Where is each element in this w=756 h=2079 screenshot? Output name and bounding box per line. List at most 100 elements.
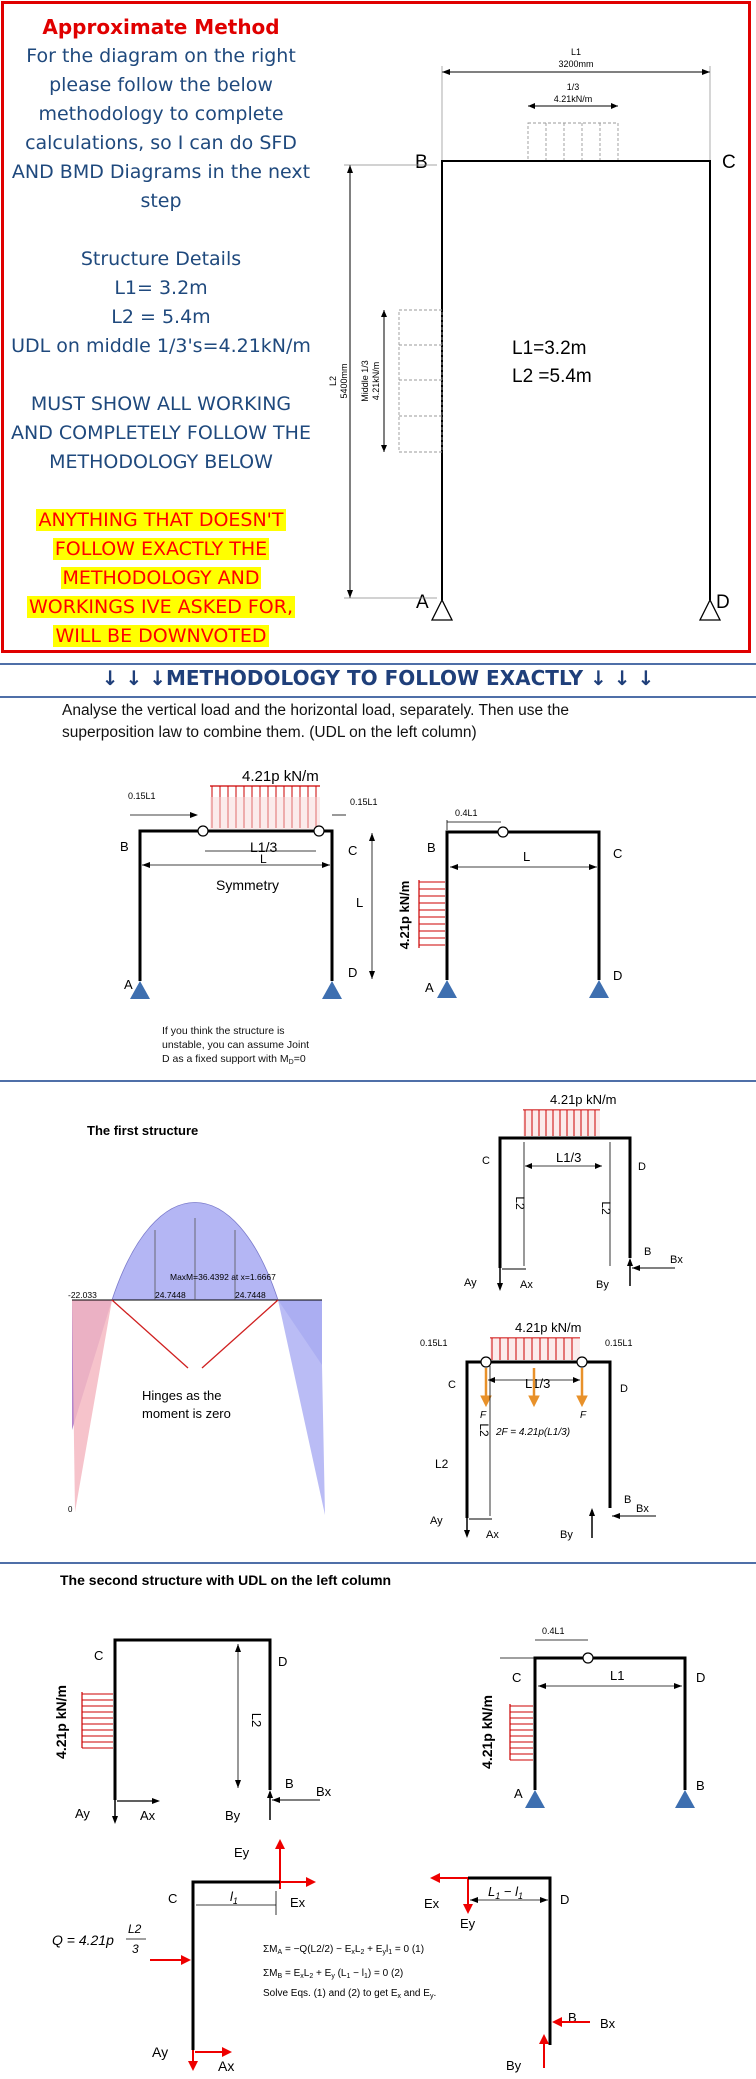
node-c-label: C [168, 1891, 177, 1906]
arrow-up-icon [589, 1508, 595, 1516]
l1-small-label: l1 [230, 1889, 238, 1906]
arrow-right-icon [702, 69, 710, 75]
by-label: By [506, 2058, 522, 2073]
base-mark: 0 [68, 1505, 73, 1514]
node-d-label: D [278, 1654, 287, 1669]
offset-label: 0.4L1 [542, 1626, 565, 1636]
arrow-up-icon [347, 165, 353, 173]
frame-members [498, 1136, 632, 1268]
vertical-load-diagram: 4.21p kN/m 0.15L1 0.15L1 B C A D L1/3 L … [120, 768, 378, 1066]
arrow-right-icon [181, 1955, 191, 1965]
value-left: -22.033 [68, 1290, 97, 1300]
udl-shade [490, 1338, 580, 1360]
top-udl-block [527, 122, 619, 162]
span-third-label: L1/3 [525, 1376, 550, 1391]
intro-line: For the diagram on the right [26, 45, 296, 67]
node-d-label: D [348, 965, 357, 980]
methodology-line: superposition law to combine them. (UDL … [62, 724, 477, 741]
arrow-left-icon [552, 2017, 562, 2027]
arrow-down-icon [235, 1780, 241, 1788]
detail-l2: L2 = 5.4m [111, 306, 211, 328]
warning-line: ANYTHING THAT DOESN'T [36, 509, 286, 531]
frame-members [138, 829, 334, 981]
detail-l1: L1= 3.2m [114, 277, 208, 299]
intro-line: step [140, 190, 182, 212]
equation-3: Solve Eqs. (1) and (2) to get Ex and Ey. [263, 1988, 436, 2000]
node-d-label: D [716, 592, 730, 613]
arrow-left-icon [142, 862, 150, 868]
ax-label: Ax [520, 1279, 533, 1291]
arrow-right-icon [674, 1683, 682, 1689]
equation-2: ΣMB = ExL2 + Ey (L1 − l1) = 0 (2) [263, 1968, 403, 1980]
by-label: By [225, 1808, 241, 1823]
load-label: 4.21p kN/m [479, 1695, 495, 1769]
arrow-up-icon [235, 1644, 241, 1652]
frame-members [113, 1638, 272, 1800]
arrow-up-icon [539, 2034, 549, 2044]
span-third-label: L1/3 [556, 1150, 581, 1165]
symmetry-label: Symmetry [216, 877, 279, 893]
arrow-down-icon [463, 1904, 473, 1914]
stability-note: If you think the structure is unstable, … [162, 1025, 309, 1066]
divider [0, 663, 756, 665]
node-c-label: C [348, 843, 357, 858]
ex-label: Ex [424, 1896, 440, 1911]
load-label: 4.21p kN/m [515, 1320, 581, 1335]
hinge-icon [582, 1652, 594, 1664]
arrow-right-icon [540, 1897, 548, 1903]
node-d-label: D [696, 1670, 705, 1685]
value-mid1: 24.7448 [155, 1290, 186, 1300]
node-c-label: C [482, 1155, 490, 1167]
divider [0, 1080, 756, 1082]
udl-frac-label: 1/3 [567, 82, 580, 92]
divider [0, 696, 756, 698]
span-label: L1 − l1 [488, 1884, 523, 1901]
height-label: L [356, 895, 363, 910]
arrow-right-icon [190, 812, 198, 818]
arrow-down-icon [112, 1816, 118, 1824]
node-b-label: B [644, 1246, 651, 1258]
middle-label: Middle 1/3 [360, 360, 370, 402]
frame-members [533, 1656, 687, 1790]
udl-arrows [82, 1693, 113, 1749]
arrow-left-icon [528, 103, 535, 109]
second-fbd-3: Ey Ex C l1 Q = 4.21p L2 3 ΣMA = −Q(L2/2)… [52, 1839, 436, 2074]
pin-support-a-icon [437, 980, 457, 998]
by-label: By [596, 1279, 609, 1291]
equation-1: ΣMA = −Q(L2/2) − ExL2 + Eyl1 = 0 (1) [263, 1944, 424, 1956]
pin-support-d-icon [322, 981, 342, 999]
first-fbd-1: 4.21p kN/m C D L1/3 L2 L2 B Bx Ay Ax By [464, 1092, 683, 1291]
arrow-left-icon [442, 69, 450, 75]
f-label-right: F [580, 1410, 587, 1421]
node-a-label: A [514, 1786, 523, 1801]
ay-label: Ay [430, 1515, 443, 1527]
bx-label: Bx [670, 1254, 683, 1266]
hinge-icon [480, 1356, 492, 1368]
warning-line: METHODOLOGY AND [60, 567, 262, 589]
arrow-right-icon [306, 1877, 316, 1887]
node-b-label: B [120, 839, 129, 854]
load-label: 4.21p kN/m [242, 768, 319, 785]
middle-value: 4.21kN/m [371, 362, 381, 401]
span-label: L [523, 849, 530, 864]
intro-line: AND BMD Diagrams in the next [11, 161, 311, 183]
must-line: METHODOLOGY BELOW [49, 451, 273, 473]
ay-label: Ay [75, 1806, 90, 1821]
arrow-right-icon [152, 1798, 160, 1804]
offset-label: 0.4L1 [455, 808, 478, 818]
intro-line: please follow the below [49, 74, 273, 96]
hinge-icon [197, 825, 209, 837]
arrow-left-icon [538, 1683, 546, 1689]
arrow-left-icon [450, 864, 458, 870]
hinge-pointer-left [111, 1299, 189, 1369]
udl-shade [210, 797, 320, 829]
load-label: 4.21p kN/m [550, 1092, 616, 1107]
arrow-right-icon [589, 864, 597, 870]
q-label: Q = 4.21p [52, 1932, 114, 1948]
hinge-icon [576, 1356, 588, 1368]
udl-arrows [419, 881, 445, 946]
node-c-label: C [613, 846, 622, 861]
moment-diagram: MaxM=36.4392 at x=1.6667 -22.033 24.7448… [68, 1202, 325, 1515]
l1-value: 3200mm [558, 59, 593, 69]
bx-label: Bx [316, 1784, 332, 1799]
